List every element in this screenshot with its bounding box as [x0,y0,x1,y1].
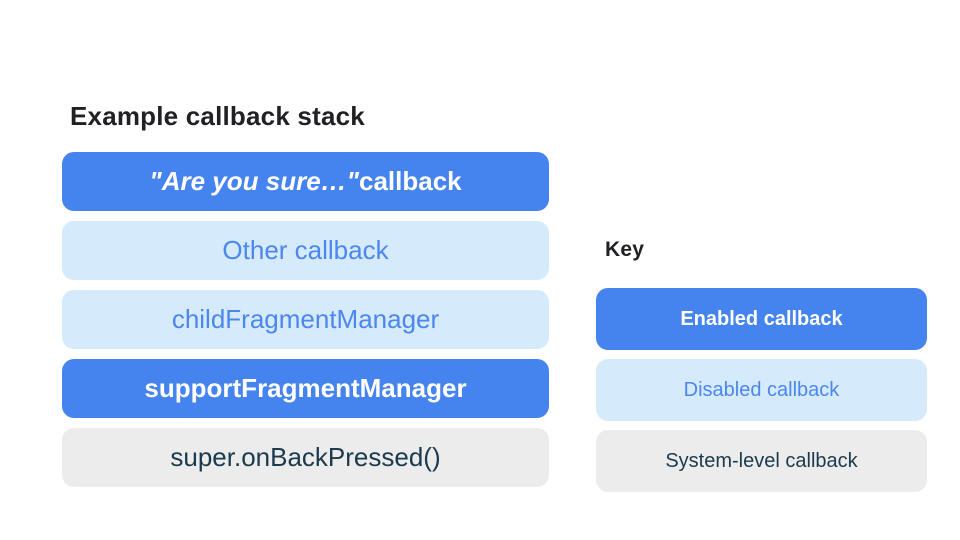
stack-item-support-fragment-manager: supportFragmentManager [62,359,549,418]
stack-title: Example callback stack [70,101,365,131]
stack-item-child-fragment-manager: childFragmentManager [62,290,549,349]
callback-stack: "Are you sure…" callback Other callback … [62,152,549,487]
stack-item-label-rest-part: callback [358,166,462,196]
stack-item-label-italic-part: "Are you sure…" [149,166,359,196]
key-item-disabled-callback: Disabled callback [596,359,927,421]
stack-item-super-on-back-pressed: super.onBackPressed() [62,428,549,487]
key-item-enabled-callback: Enabled callback [596,288,927,350]
key-legend: Enabled callback Disabled callback Syste… [596,288,927,492]
stack-item-are-you-sure-callback: "Are you sure…" callback [62,152,549,211]
key-item-system-level-callback: System-level callback [596,430,927,492]
key-title: Key [605,238,645,261]
stack-item-other-callback: Other callback [62,221,549,280]
